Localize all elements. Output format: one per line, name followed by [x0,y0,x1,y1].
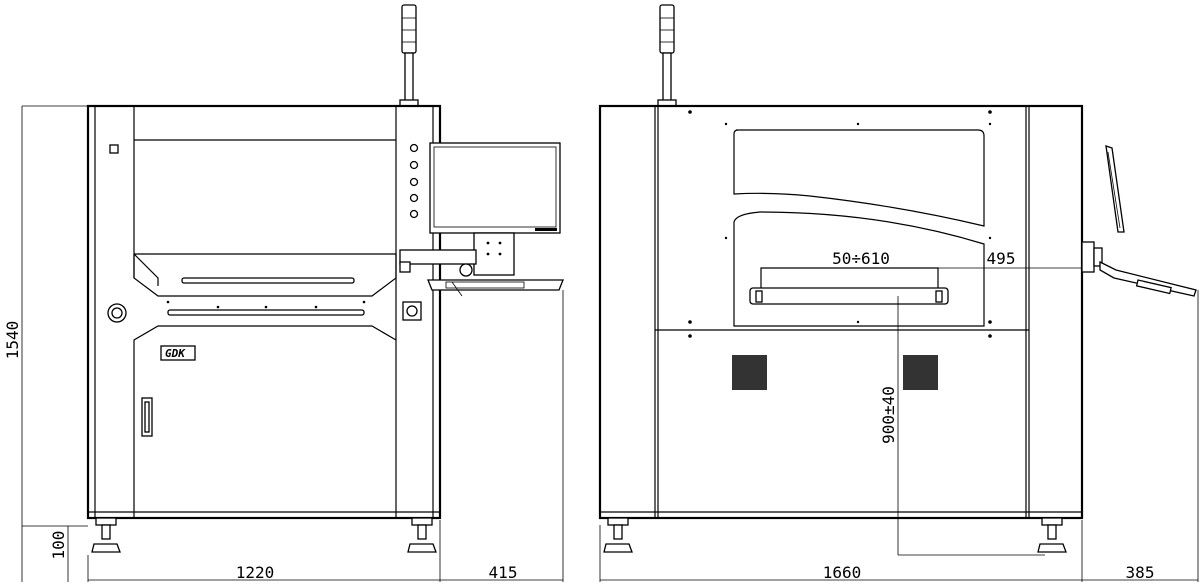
vent-grille-left [732,355,767,390]
side-view: 50÷610 495 900±40 1660 385 [598,4,1199,582]
side-windows [733,129,985,327]
board-width-dimension: 50÷610 [832,249,890,268]
side-dimensions [599,267,1199,582]
lower-door: GDK [133,325,397,518]
monitor-overhang-dimension: 415 [489,563,518,582]
indicator-lights [409,143,419,219]
side-screws [688,110,992,338]
middle-band [107,300,422,323]
side-body-outline [598,104,1084,520]
top-cover [133,139,397,297]
depth-dimension: 1660 [823,563,862,582]
front-dimensions [21,105,564,582]
foot-height-dimension: 100 [49,531,68,560]
signal-tower-front [399,4,419,107]
front-feet [91,517,437,553]
width-dimension: 1220 [236,563,275,582]
monitor-assembly-front [399,142,564,297]
brand-logo-plate [160,345,196,361]
height-dimension: 1540 [3,321,22,360]
front-body-outline [86,104,442,520]
power-indicator-square [109,144,119,154]
signal-tower-side [657,4,677,107]
front-view: GDK [3,4,564,582]
conveyor-offset-dimension: 495 [987,249,1016,268]
conveyor-rail-bracket [749,267,949,305]
vent-grille-right [903,355,938,390]
side-feet [603,517,1067,553]
brand-logo: GDK [165,347,186,360]
monitor-assembly-side [1081,145,1197,297]
monitor-screen-front [429,142,561,234]
conveyor-height-dimension: 900±40 [879,386,898,444]
panel-overhang-dimension: 385 [1126,563,1155,582]
